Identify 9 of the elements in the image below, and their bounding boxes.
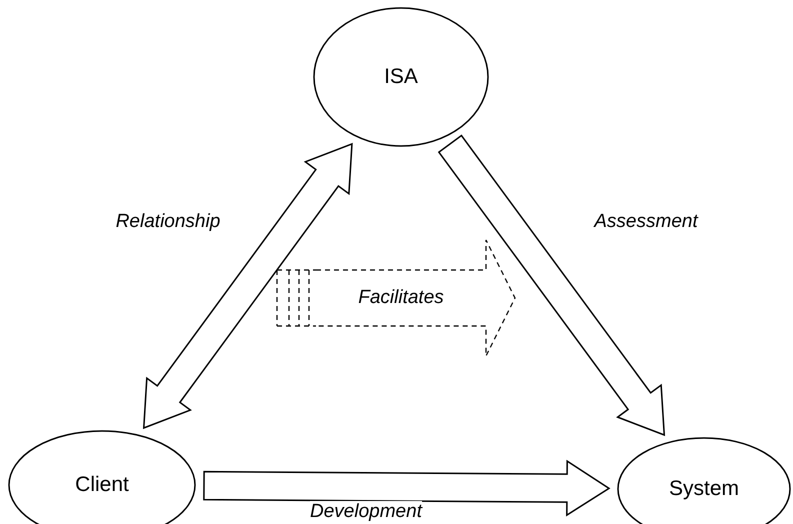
edge-label: Relationship — [116, 211, 220, 233]
block-arrow — [142, 142, 353, 430]
node-label: Facilitates — [358, 287, 444, 309]
block-arrow — [203, 460, 610, 516]
edge-label: Development — [310, 501, 422, 523]
node-label: ISA — [384, 65, 418, 89]
block-arrow — [438, 134, 666, 436]
node-label: System — [669, 477, 739, 501]
node-label: Client — [75, 473, 129, 497]
